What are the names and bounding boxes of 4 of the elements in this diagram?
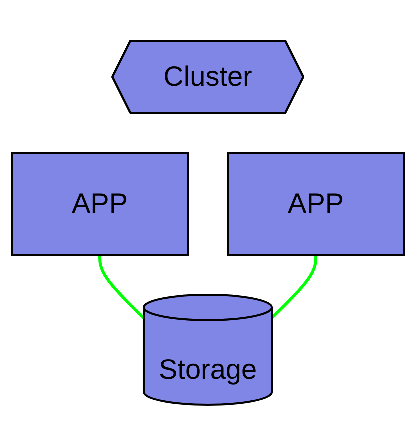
connector bbox=[270, 255, 318, 320]
node-box: APP bbox=[227, 152, 406, 256]
node-box: APP bbox=[10, 152, 189, 256]
connector bbox=[98, 255, 146, 320]
